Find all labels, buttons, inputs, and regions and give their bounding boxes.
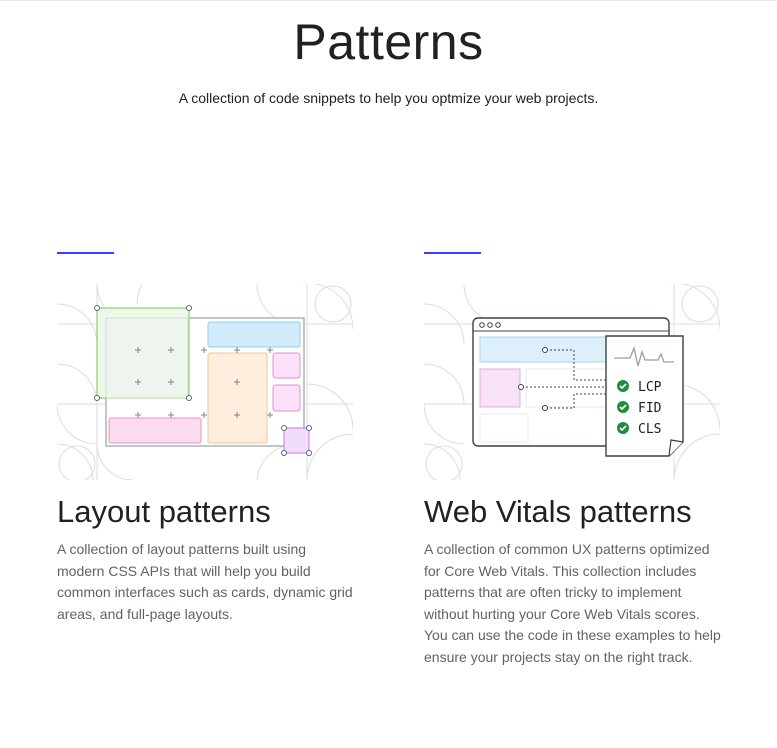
metric-cls-label: CLS <box>638 422 661 437</box>
metric-fid-label: FID <box>638 401 662 416</box>
web-vitals-card[interactable]: LCP FID CLS Web Vitals patterns A collec… <box>424 252 721 665</box>
layout-patterns-description: A collection of layout patterns built us… <box>57 541 353 622</box>
top-divider <box>0 0 777 1</box>
web-vitals-patterns-link[interactable]: Web Vitals patterns <box>424 494 692 529</box>
card-accent-bar <box>57 252 114 254</box>
web-vitals-patterns-description: A collection of common UX patterns optim… <box>424 541 721 665</box>
web-vitals-illustration[interactable]: LCP FID CLS <box>424 284 720 480</box>
layout-patterns-illustration[interactable] <box>57 284 353 480</box>
layout-patterns-card[interactable]: Layout patterns A collection of layout p… <box>57 252 353 622</box>
page-title: Patterns <box>293 14 484 70</box>
layout-patterns-link[interactable]: Layout patterns <box>57 494 271 529</box>
page-subtitle: A collection of code snippets to help yo… <box>178 90 599 106</box>
card-accent-bar <box>424 252 481 254</box>
metric-lcp-label: LCP <box>638 380 662 395</box>
